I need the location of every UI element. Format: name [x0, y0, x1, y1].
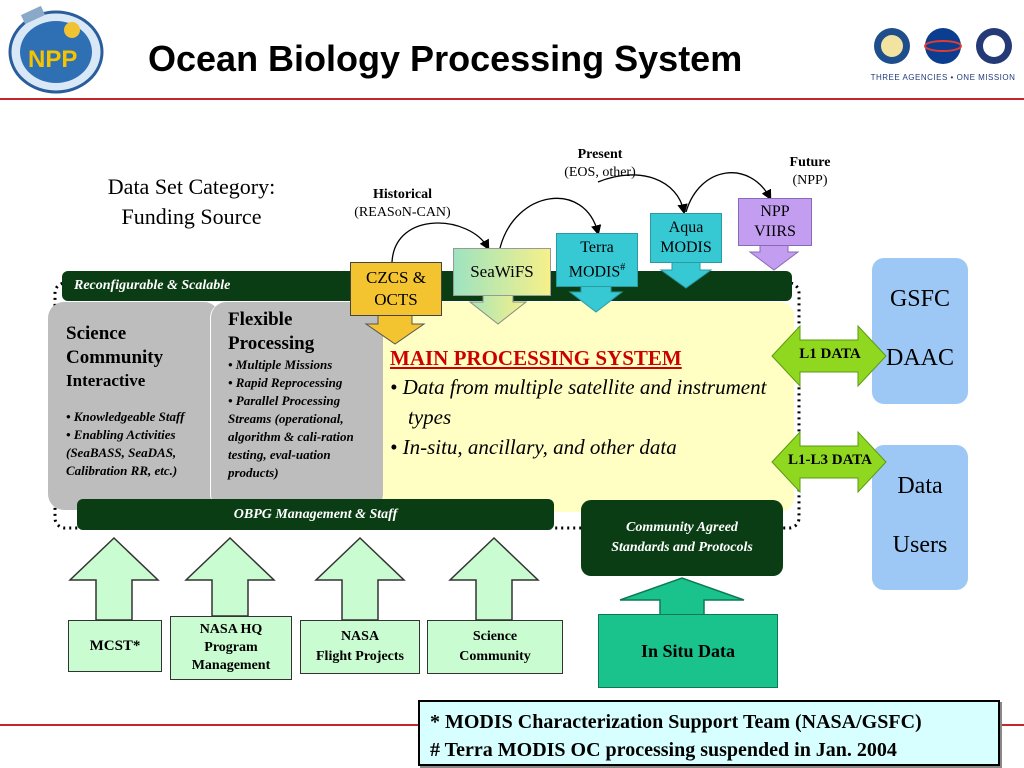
footnote: # Terra MODIS OC processing suspended in…	[430, 739, 897, 761]
l1-data-label: L1 DATA	[799, 346, 861, 362]
science-item: • Enabling Activities (SeaBASS, SeaDAS, …	[66, 427, 178, 478]
aqua-arrow	[659, 261, 713, 289]
science-community-text: Science Community Interactive • Knowledg…	[66, 322, 216, 480]
science-subtitle: Interactive	[66, 371, 146, 390]
management-bar: OBPG Management & Staff	[77, 499, 554, 530]
main-item: • Data from multiple satellite and instr…	[390, 375, 767, 429]
nasa-hq-box: NASA HQ Program Management	[170, 616, 292, 680]
aqua-modis-box: Aqua MODIS	[650, 213, 722, 263]
future-label: Future (NPP)	[789, 155, 831, 188]
seawifs-box: SeaWiFS	[453, 248, 551, 296]
insitu-data-box: In Situ Data	[598, 614, 778, 688]
page-title: Ocean Biology Processing System	[148, 38, 743, 79]
flexible-processing-text: Flexible Processing • Multiple Missions …	[228, 308, 378, 482]
flexible-processing-panel	[210, 302, 383, 510]
agency-caption: THREE AGENCIES • ONE MISSION	[870, 73, 1016, 82]
category-label: Data Set Category: Funding Source	[107, 174, 276, 229]
l1-data-arrow	[771, 324, 887, 388]
flexible-item: • Rapid Reprocessing	[228, 375, 343, 390]
science-item: • Knowledgeable Staff	[66, 409, 185, 424]
agency-logos: THREE AGENCIES • ONE MISSION	[868, 26, 1018, 82]
community-standards-box: Community Agreed Standards and Protocols	[581, 500, 783, 576]
nasa-hq-arrow	[184, 536, 276, 617]
footnote: * MODIS Characterization Support Team (N…	[430, 711, 922, 733]
curve-present-aqua	[597, 174, 688, 215]
nasa-flight-projects-box: NASA Flight Projects	[300, 620, 420, 674]
science-title: Science Community	[66, 323, 164, 368]
main-item: • In-situ, ancillary, and other data	[390, 435, 677, 459]
science-community-panel	[48, 302, 220, 510]
data-users-box: Data Users	[872, 445, 968, 590]
flexible-title: Flexible Processing	[228, 309, 315, 354]
curve-future	[685, 172, 772, 213]
nasa-fp-arrow	[314, 536, 406, 621]
curve-present-seawifs	[499, 197, 602, 249]
npp-viirs-box: NPP VIIRS	[738, 198, 812, 246]
curve-historical	[391, 222, 490, 263]
header-divider	[0, 98, 1024, 100]
czcs-octs-box: CZCS & OCTS	[350, 262, 442, 316]
mcst-box: MCST*	[68, 620, 162, 672]
footnotes: * MODIS Characterization Support Team (N…	[418, 700, 1000, 766]
mcst-arrow	[68, 536, 160, 621]
gsfc-daac-box: GSFC DAAC	[872, 258, 968, 404]
main-processing-text: MAIN PROCESSING SYSTEM • Data from multi…	[390, 344, 790, 462]
science-community-box: Science Community	[427, 620, 563, 674]
historical-label: Historical (REASoN-CAN)	[354, 187, 451, 220]
flexible-item: • Parallel Processing Streams (operation…	[228, 393, 354, 480]
insitu-arrow	[619, 577, 745, 617]
science-arrow	[448, 536, 540, 621]
npp-logo-text: NPP	[28, 46, 78, 73]
l1-l3-data-label: L1-L3 DATA	[787, 452, 873, 468]
terra-modis-box: Terra MODIS#	[556, 233, 638, 287]
flexible-item: • Multiple Missions	[228, 357, 333, 372]
main-processing-panel	[350, 302, 794, 512]
l1-l3-data-arrow	[771, 430, 887, 494]
npp-logo: NPP	[6, 2, 106, 94]
main-processing-title: MAIN PROCESSING SYSTEM	[390, 346, 682, 370]
